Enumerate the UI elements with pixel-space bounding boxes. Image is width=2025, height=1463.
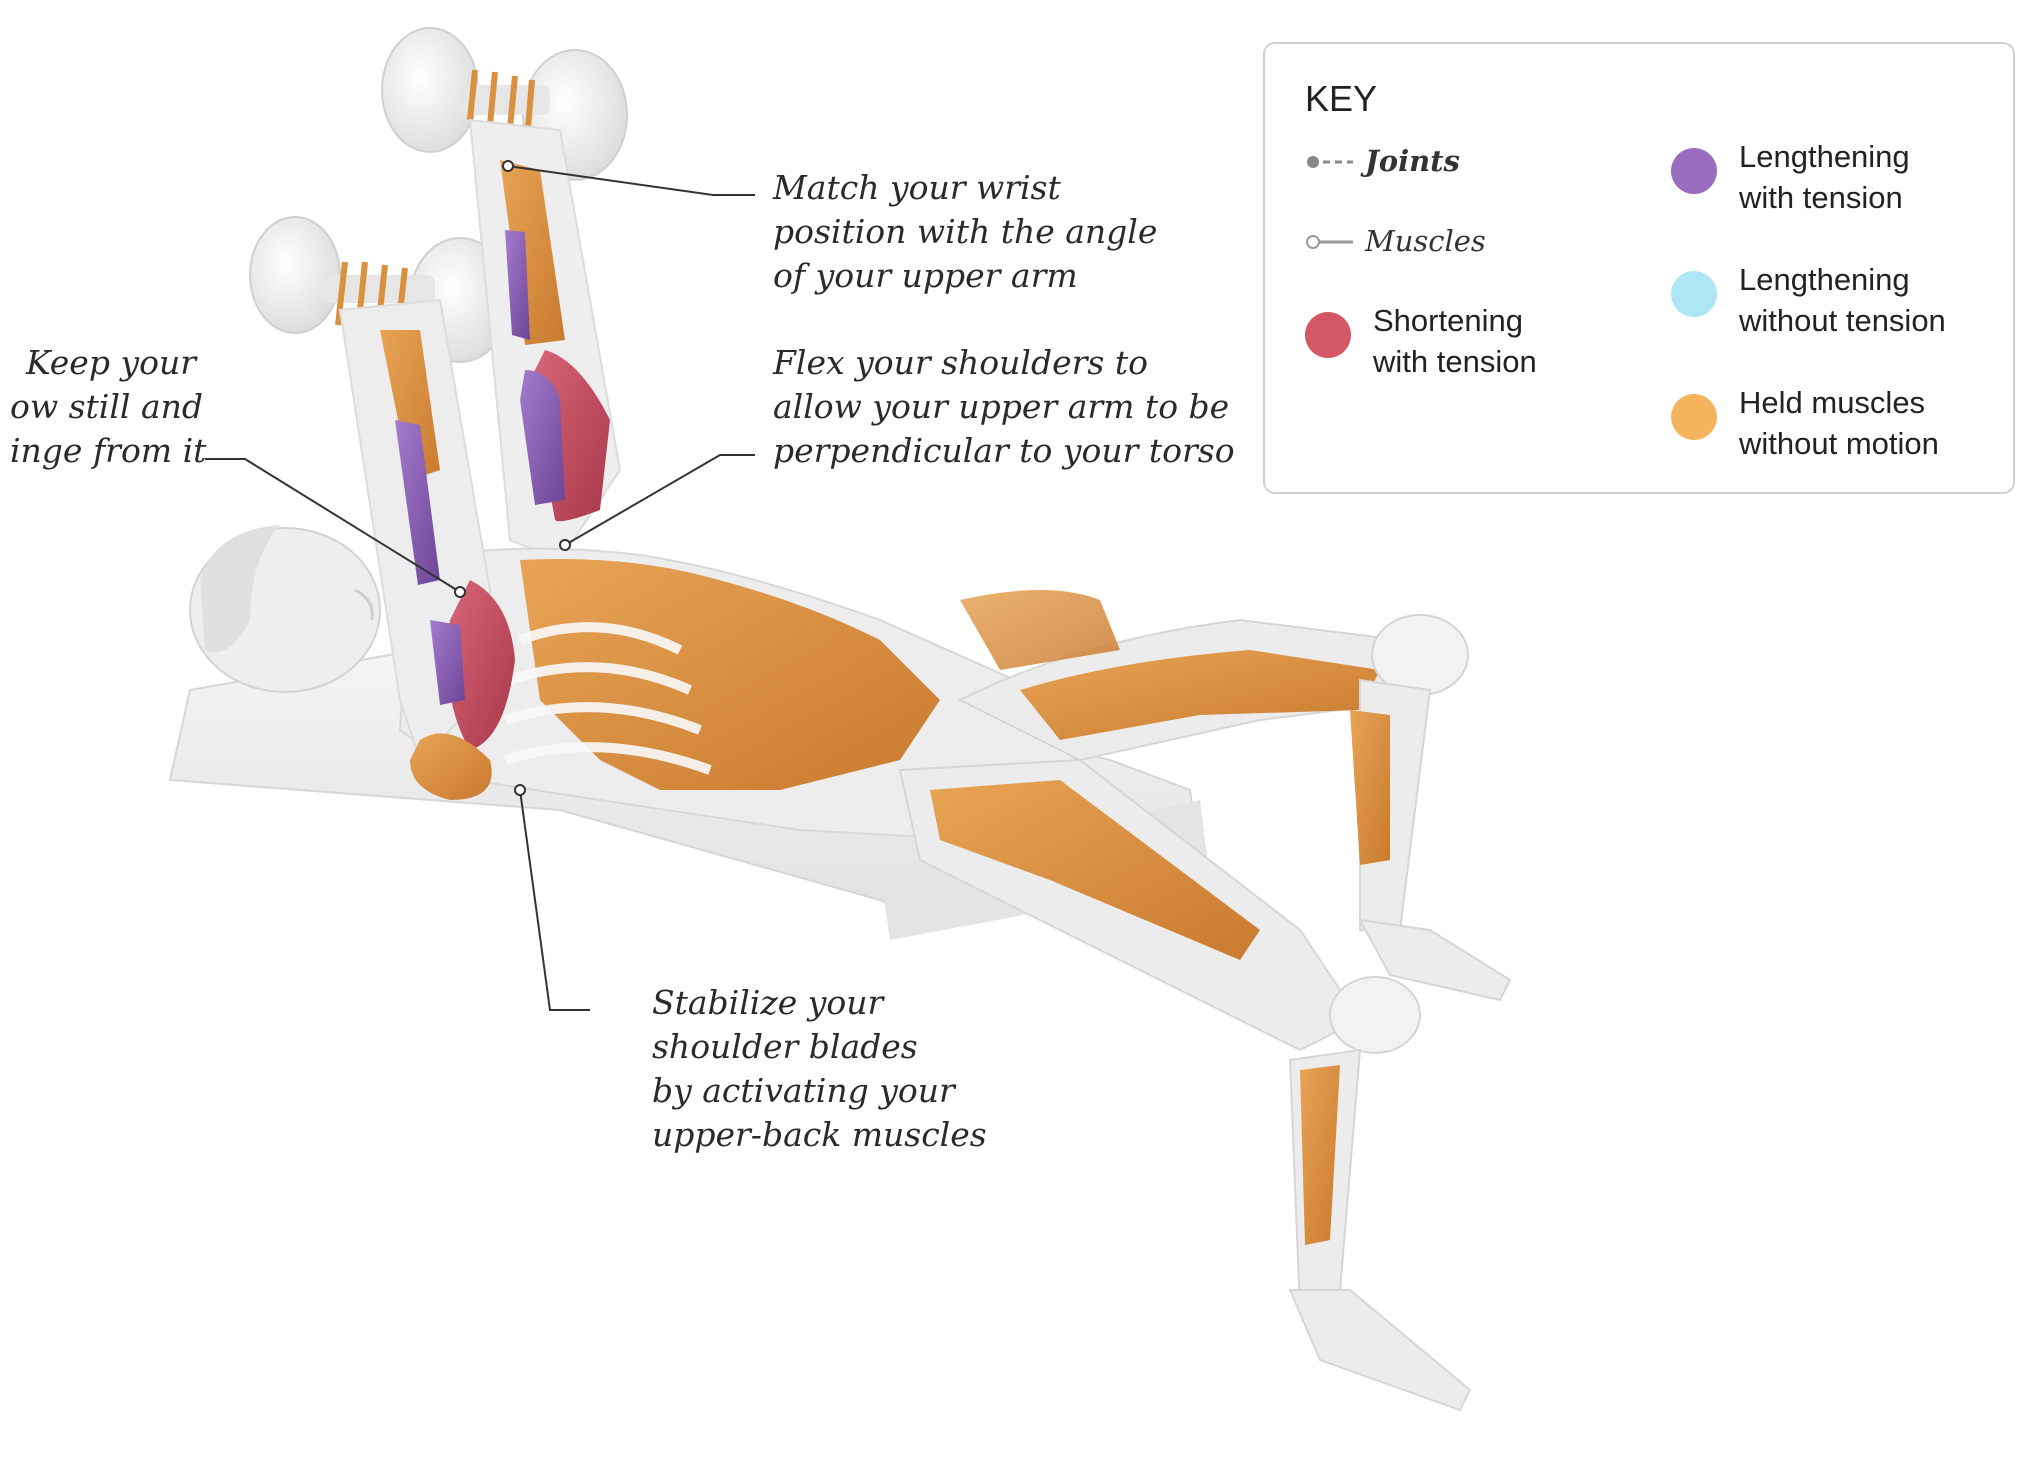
torso <box>398 547 1082 842</box>
muscle-symbol-icon <box>1306 235 1353 249</box>
note-shoulders: Flex your shoulders to allow your upper … <box>773 341 1235 473</box>
note-wrist-line: of your upper arm <box>773 256 1078 295</box>
rear-arm <box>468 118 622 562</box>
leader-shoulders <box>564 454 755 546</box>
note-shoulders-line: allow your upper arm to be <box>773 387 1230 426</box>
joints-label: Joints <box>1365 144 1460 178</box>
shortening-label: Shortening with tension <box>1373 300 1537 382</box>
lengthening-tension-label-line: with tension <box>1739 180 1903 215</box>
lengthening-no-tension-label: Lengthening without tension <box>1739 259 1946 341</box>
note-elbow-line: ow still and <box>10 387 204 426</box>
note-elbow: Keep your ow still and inge from it <box>10 341 207 473</box>
front-arm <box>338 298 515 800</box>
leader-blades <box>519 789 590 1011</box>
lengthening-no-tension-label-line: Lengthening <box>1739 262 1910 297</box>
note-blades-line: upper-back muscles <box>652 1115 987 1154</box>
held-label: Held muscles without motion <box>1739 382 1939 464</box>
note-wrist-line: position with the angle <box>773 212 1158 251</box>
joint-symbol-icon <box>1307 156 1353 168</box>
note-blades-line: by activating your <box>652 1071 955 1110</box>
held-swatch <box>1671 394 1717 440</box>
leader-lines <box>205 160 755 1011</box>
head <box>189 525 381 693</box>
note-shoulders-line: Flex your shoulders to <box>773 343 1148 382</box>
note-wrist: Match your wrist position with the angle… <box>773 166 1157 298</box>
leader-elbow <box>205 458 461 593</box>
note-shoulders-line: perpendicular to your torso <box>773 431 1235 470</box>
dumbbell-rear <box>381 27 628 181</box>
lengthening-no-tension-label-line: without tension <box>1739 303 1946 338</box>
held-label-line: without motion <box>1739 426 1939 461</box>
lengthening-tension-label: Lengthening with tension <box>1739 136 1910 218</box>
lengthening-no-tension-swatch <box>1671 271 1717 317</box>
note-blades-line: shoulder blades <box>652 1027 918 1066</box>
note-wrist-line: Match your wrist <box>773 168 1061 207</box>
lengthening-tension-label-line: Lengthening <box>1739 139 1910 174</box>
thighs <box>898 590 1422 1052</box>
key-legend: KEY Joints Muscles Shortening with tensi… <box>1263 42 2015 494</box>
muscles-label: Muscles <box>1365 224 1486 258</box>
shortening-swatch <box>1305 312 1351 358</box>
note-elbow-line: Keep your <box>26 343 196 382</box>
held-label-line: Held muscles <box>1739 385 1926 420</box>
note-blades-line: Stabilize your <box>652 983 884 1022</box>
lower-legs <box>1288 614 1512 1412</box>
key-title: KEY <box>1305 78 1378 119</box>
leader-wrist <box>507 165 755 196</box>
shortening-label-line: with tension <box>1373 344 1537 379</box>
note-shoulder-blades: Stabilize your shoulder blades by activa… <box>652 981 987 1157</box>
shortening-label-line: Shortening <box>1373 303 1523 338</box>
note-elbow-line: inge from it <box>10 431 207 470</box>
lengthening-tension-swatch <box>1671 148 1717 194</box>
